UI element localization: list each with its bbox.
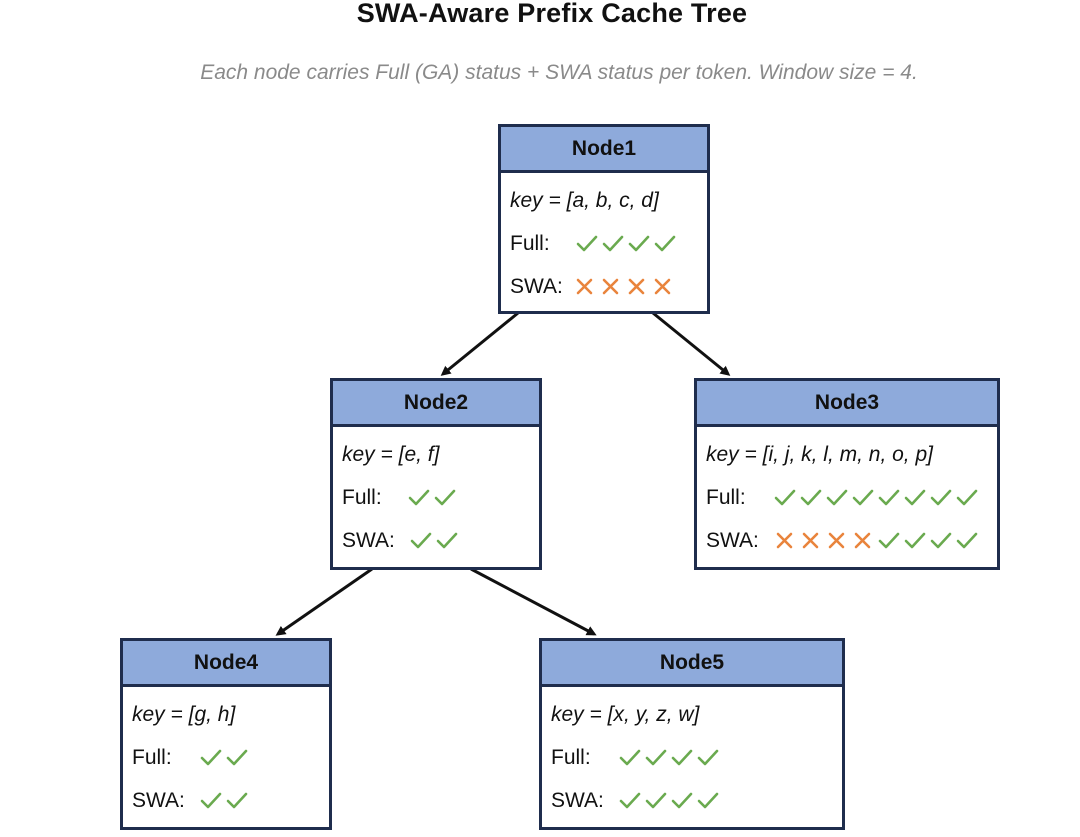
tree-node-5: Node5 key = [x, y, z, w] Full: SWA: — [539, 638, 845, 830]
check-icon — [434, 519, 460, 562]
cross-icon — [772, 519, 798, 562]
swa-status-row: SWA: — [551, 779, 842, 822]
check-icon — [902, 476, 928, 519]
full-status-marks — [406, 476, 458, 519]
cross-icon — [850, 519, 876, 562]
tree-node-1: Node1 key = [a, b, c, d] Full: SWA: — [498, 124, 710, 314]
swa-status-row: SWA: — [132, 779, 329, 822]
check-icon — [198, 779, 224, 822]
node-key: key = [e, f] — [342, 443, 440, 466]
cross-icon — [572, 265, 598, 308]
check-icon — [669, 736, 695, 779]
tree-node-4: Node4 key = [g, h] Full: SWA: — [120, 638, 332, 830]
check-icon — [954, 519, 980, 562]
node-key: key = [x, y, z, w] — [551, 703, 700, 726]
check-icon — [617, 736, 643, 779]
full-label: Full: — [342, 486, 382, 509]
tree-node-3: Node3 key = [i, j, k, l, m, n, o, p] Ful… — [694, 378, 1000, 570]
check-icon — [643, 779, 669, 822]
check-icon — [876, 476, 902, 519]
check-icon — [928, 476, 954, 519]
swa-status-marks — [408, 519, 460, 562]
swa-status-marks — [772, 519, 980, 562]
swa-status-marks — [198, 779, 250, 822]
swa-label: SWA: — [551, 789, 604, 812]
check-icon — [224, 779, 250, 822]
check-icon — [408, 519, 434, 562]
check-icon — [850, 476, 876, 519]
tree-node-2: Node2 key = [e, f] Full: SWA: — [330, 378, 542, 570]
node-title: Node5 — [542, 641, 842, 687]
node-title: Node1 — [501, 127, 707, 173]
diagram-title: SWA-Aware Prefix Cache Tree — [356, 0, 748, 28]
cross-icon — [824, 519, 850, 562]
cross-icon — [624, 265, 650, 308]
swa-status-row: SWA: — [510, 265, 707, 308]
edge-node2-node5 — [470, 567, 597, 636]
full-status-row: Full: — [342, 476, 539, 519]
check-icon — [876, 519, 902, 562]
node-key: key = [i, j, k, l, m, n, o, p] — [706, 443, 933, 466]
swa-status-marks — [572, 265, 676, 308]
node-title: Node3 — [697, 381, 997, 427]
full-label: Full: — [551, 746, 591, 769]
full-status-marks — [198, 736, 250, 779]
full-status-row: Full: — [706, 476, 997, 519]
check-icon — [643, 736, 669, 779]
full-status-marks — [617, 736, 721, 779]
edge-node1-node2 — [440, 311, 519, 376]
full-label: Full: — [706, 486, 746, 509]
diagram-subtitle: Each node carries Full (GA) status + SWA… — [200, 61, 918, 84]
node-key: key = [g, h] — [132, 703, 236, 726]
cross-icon — [598, 265, 624, 308]
check-icon — [695, 779, 721, 822]
cross-icon — [798, 519, 824, 562]
swa-label: SWA: — [510, 275, 563, 298]
node-title: Node4 — [123, 641, 329, 687]
check-icon — [600, 222, 626, 265]
check-icon — [772, 476, 798, 519]
cross-icon — [650, 265, 676, 308]
swa-label: SWA: — [342, 529, 395, 552]
edge-node1-node3 — [652, 311, 731, 376]
check-icon — [626, 222, 652, 265]
full-status-row: Full: — [551, 736, 842, 779]
check-icon — [574, 222, 600, 265]
check-icon — [617, 779, 643, 822]
check-icon — [824, 476, 850, 519]
swa-label: SWA: — [132, 789, 185, 812]
full-status-marks — [772, 476, 980, 519]
full-status-row: Full: — [510, 222, 707, 265]
edge-node2-node4 — [275, 567, 373, 636]
full-status-row: Full: — [132, 736, 329, 779]
check-icon — [198, 736, 224, 779]
check-icon — [902, 519, 928, 562]
check-icon — [798, 476, 824, 519]
node-key: key = [a, b, c, d] — [510, 189, 659, 212]
node-title: Node2 — [333, 381, 539, 427]
check-icon — [432, 476, 458, 519]
swa-status-row: SWA: — [706, 519, 997, 562]
check-icon — [224, 736, 250, 779]
swa-label: SWA: — [706, 529, 759, 552]
swa-status-marks — [617, 779, 721, 822]
full-status-marks — [574, 222, 678, 265]
check-icon — [669, 779, 695, 822]
check-icon — [695, 736, 721, 779]
full-label: Full: — [510, 232, 550, 255]
full-label: Full: — [132, 746, 172, 769]
swa-status-row: SWA: — [342, 519, 539, 562]
check-icon — [928, 519, 954, 562]
check-icon — [652, 222, 678, 265]
check-icon — [954, 476, 980, 519]
check-icon — [406, 476, 432, 519]
